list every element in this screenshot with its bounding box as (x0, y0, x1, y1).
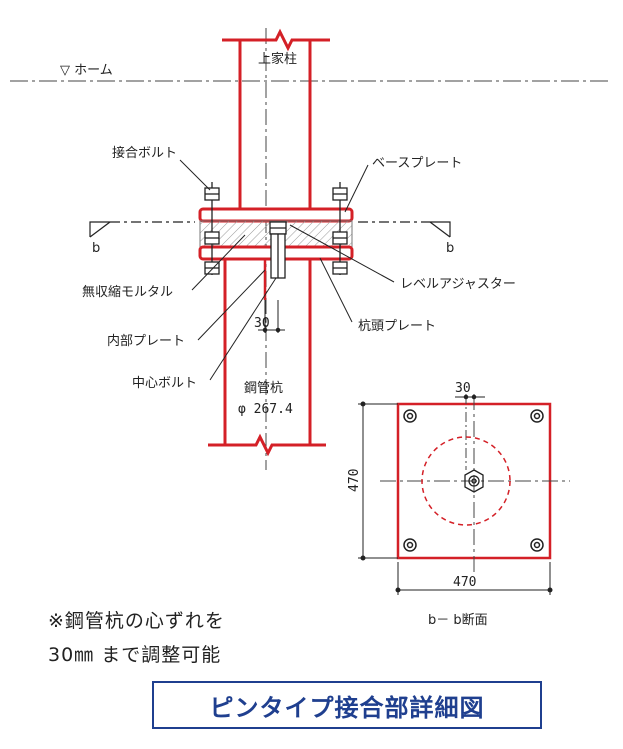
plan-anchor-bolts (403, 409, 544, 552)
dim-470-vertical-label: 470 (347, 469, 362, 492)
plan-dimension-lines (358, 394, 553, 595)
steel-pipe-pile (208, 259, 326, 457)
joint-bolt-right (332, 182, 348, 275)
offset-30-side-label: 30 (254, 316, 270, 331)
inner-plate-label: 内部プレート (107, 333, 185, 349)
joint-bolt-label: 接合ボルト (112, 145, 177, 161)
drawing-title-box: ピンタイプ接合部詳細図 (152, 681, 542, 729)
note-line-2: 30㎜ まで調整可能 (48, 644, 222, 666)
offset-30-plan-label: 30 (455, 381, 471, 396)
upper-column (222, 28, 330, 210)
base-plate (198, 207, 354, 223)
pile-head-plate-label: 杭頭プレート (358, 319, 436, 334)
upper-column-label: 上家柱 (258, 51, 297, 67)
section-mark-left-label: b (92, 241, 100, 256)
dim-470-horizontal-label: 470 (453, 575, 476, 590)
home-label: ▽ ホーム (60, 63, 113, 78)
drawing-title: ピンタイプ接合部詳細図 (209, 693, 485, 722)
steel-pipe-pile-label: 鋼管杭 (244, 381, 283, 396)
leader-lines (179, 159, 395, 381)
plan-center-bolt (464, 469, 484, 493)
level-adjuster-label: レベルアジャスター (400, 277, 516, 292)
center-bolt-label: 中心ボルト (132, 376, 197, 391)
section-mark-right (358, 221, 451, 238)
pile-diameter-label: φ 267.4 (238, 402, 293, 417)
note-line-1: ※鋼管杭の心ずれを (48, 610, 225, 632)
section-caption: b－ b断面 (428, 613, 488, 628)
non-shrink-mortar-label: 無収縮モルタル (82, 284, 173, 300)
base-plate-label: ベースプレート (372, 156, 462, 171)
joint-bolt-left (204, 182, 220, 275)
center-bolt (269, 221, 287, 279)
section-mark-left (89, 221, 195, 238)
section-mark-right-label: b (446, 241, 454, 256)
offset-dimension-side (258, 300, 285, 333)
plan-pile-outline (421, 436, 511, 526)
